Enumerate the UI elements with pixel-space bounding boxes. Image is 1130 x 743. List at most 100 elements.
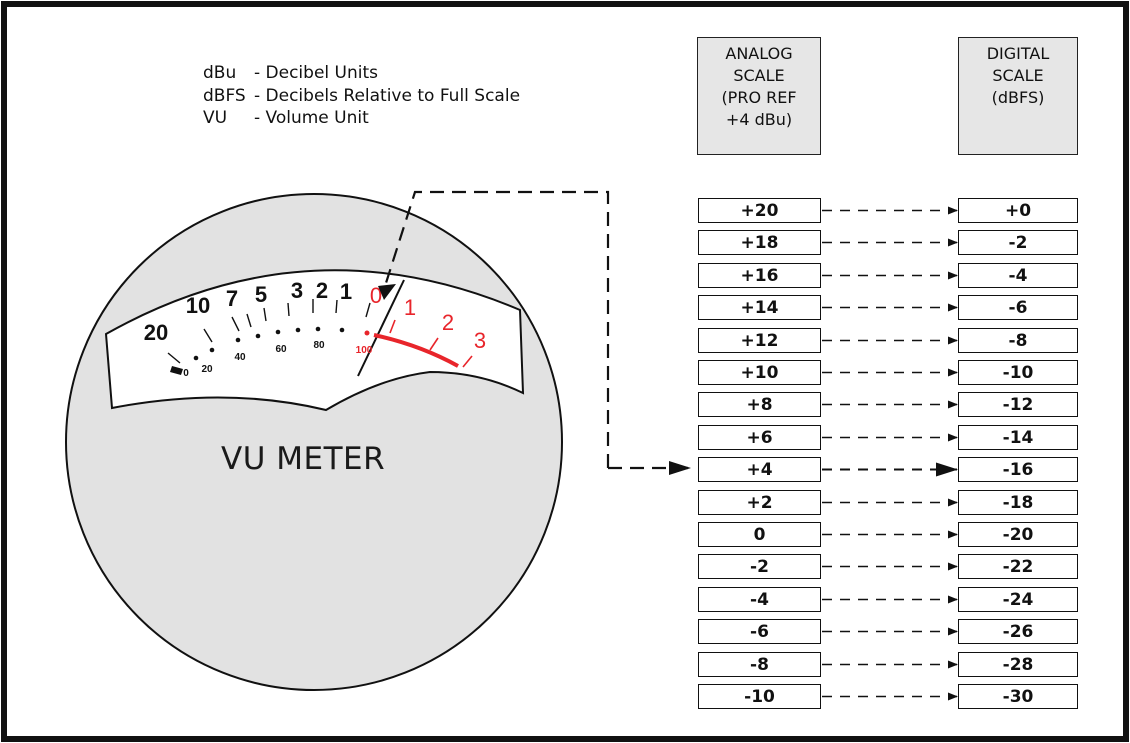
meter-percent-label: 0 — [183, 368, 189, 379]
legend-abbreviation: dBu — [203, 63, 237, 83]
meter-tick — [231, 316, 240, 332]
meter-ticks — [167, 299, 473, 375]
meter-tick — [203, 328, 213, 343]
analog-value-cell: +14 — [698, 295, 821, 320]
meter-percent-label: 80 — [313, 340, 325, 351]
analog-header-line: SCALE — [733, 66, 785, 85]
meter-red-db-label: 3 — [474, 328, 486, 353]
meter-db-label: 3 — [291, 278, 303, 303]
digital-value-cell: -28 — [958, 652, 1078, 677]
legend-abbreviation: dBFS — [203, 85, 246, 106]
meter-tick — [335, 299, 338, 314]
meter-red-tick — [389, 319, 396, 334]
abbreviation-legend: dBu - Decibel Units dBFS - Decibels Relativ… — [203, 62, 520, 130]
legend-row: dBFS - Decibels Relative to Full Scale — [203, 85, 520, 108]
digital-value-cell: -6 — [958, 295, 1078, 320]
digital-value-cell: -20 — [958, 522, 1078, 547]
analog-header-line: +4 dBu) — [725, 110, 793, 129]
analog-value-cell: +20 — [698, 198, 821, 223]
analog-value-cell: -4 — [698, 587, 821, 612]
analog-value-cell: -6 — [698, 619, 821, 644]
meter-tick — [287, 302, 290, 317]
red-zone-arc — [373, 333, 459, 368]
digital-value-cell: -12 — [958, 392, 1078, 417]
legend-description: - Decibels Relative to Full Scale — [254, 85, 521, 106]
meter-needle — [357, 279, 405, 377]
analog-value-cell: +8 — [698, 392, 821, 417]
digital-value-cell: -18 — [958, 490, 1078, 515]
row-arrows — [822, 206, 958, 701]
meter-zero-pointer-head — [378, 284, 396, 300]
meter-db-label: 10 — [186, 293, 210, 318]
meter-db-label: 7 — [226, 286, 238, 311]
analog-value-cell: +6 — [698, 425, 821, 450]
digital-value-cell: -22 — [958, 554, 1078, 579]
legend-description: - Decibel Units — [254, 63, 378, 83]
legend-abbreviation: VU — [203, 108, 228, 128]
meter-dot — [255, 333, 261, 339]
analog-header-line: (PRO REF — [721, 88, 797, 107]
meter-percent-label: 60 — [275, 344, 287, 355]
analog-value-cell: +16 — [698, 263, 821, 288]
meter-percent-label: 20 — [201, 364, 213, 375]
meter-low-end-mark — [170, 366, 183, 375]
analog-value-cell: +10 — [698, 360, 821, 385]
meter-red-tick — [462, 355, 473, 368]
analog-value-cell: 0 — [698, 522, 821, 547]
legend-row: VU - Volume Unit — [203, 107, 520, 130]
analog-value-cell: +18 — [698, 230, 821, 255]
digital-value-cell: -8 — [958, 328, 1078, 353]
meter-title: VU METER — [221, 441, 386, 477]
meter-dot — [339, 327, 345, 333]
legend-row: dBu - Decibel Units — [203, 62, 520, 85]
digital-value-cell: -26 — [958, 619, 1078, 644]
meter-red-percent-label: 100 — [356, 345, 373, 356]
meter-red-dot — [364, 330, 370, 336]
analog-header-line: ANALOG — [725, 44, 793, 63]
meter-dot — [315, 326, 321, 332]
legend-description: - Volume Unit — [254, 108, 369, 128]
digital-header-line: (dBFS) — [991, 88, 1045, 107]
meter-db-label: 5 — [255, 282, 267, 307]
digital-value-cell: -30 — [958, 684, 1078, 709]
meter-percent-label: 40 — [234, 352, 246, 363]
digital-value-cell: -4 — [958, 263, 1078, 288]
digital-header-line: SCALE — [992, 66, 1044, 85]
meter-red-db-label: 0 — [370, 283, 382, 308]
meter-db-label: 1 — [340, 279, 352, 304]
meter-db-label: 2 — [316, 278, 328, 303]
meter-face — [104, 269, 525, 412]
digital-value-cell: -16 — [958, 457, 1078, 482]
meter-tick — [246, 313, 252, 328]
meter-red-db-label: 1 — [404, 295, 416, 320]
meter-dot — [235, 337, 241, 343]
meter-red-tick — [429, 337, 439, 351]
digital-scale-header: DIGITAL SCALE (dBFS) — [958, 37, 1078, 155]
digital-value-cell: -10 — [958, 360, 1078, 385]
analog-value-cell: +12 — [698, 328, 821, 353]
analog-scale-header: ANALOG SCALE (PRO REF +4 dBu) — [697, 37, 821, 155]
meter-red-db-label: 2 — [442, 310, 454, 335]
meter-zero-pointer — [384, 190, 610, 468]
analog-value-cell: +2 — [698, 490, 821, 515]
meter-tick — [263, 307, 267, 322]
digital-value-cell: -2 — [958, 230, 1078, 255]
meter-db-label: 20 — [144, 320, 168, 345]
meter-dot — [295, 327, 301, 333]
meter-tick — [167, 352, 181, 364]
meter-tick — [365, 302, 371, 318]
meter-dot — [275, 329, 281, 335]
digital-header-line: DIGITAL — [986, 44, 1050, 63]
analog-value-cell: -8 — [698, 652, 821, 677]
meter-dot — [209, 347, 215, 353]
digital-value-cell: +0 — [958, 198, 1078, 223]
analog-value-cell: +4 — [698, 457, 821, 482]
analog-value-cell: -2 — [698, 554, 821, 579]
meter-dot — [193, 355, 199, 361]
digital-value-cell: -24 — [958, 587, 1078, 612]
